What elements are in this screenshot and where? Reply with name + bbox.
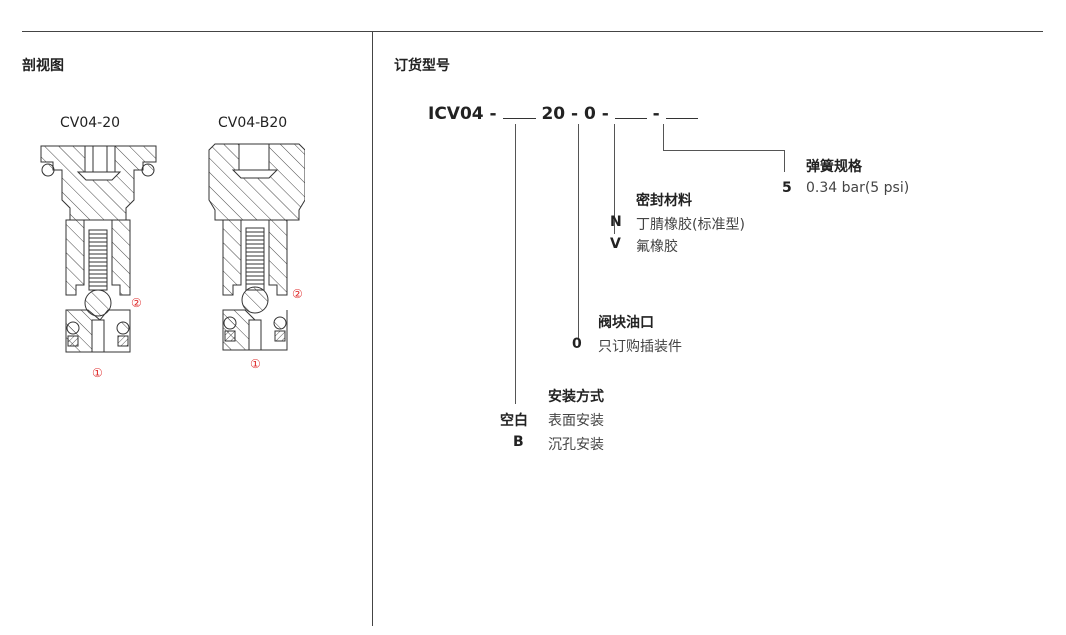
section-title-cross-section: 剖视图	[22, 58, 64, 74]
option-value-seal-v: 氟橡胶	[636, 239, 678, 255]
port-label-1: ①	[92, 366, 103, 380]
option-value-seal-n: 丁腈橡胶(标准型)	[636, 217, 745, 233]
option-value-mounting-blank: 表面安装	[548, 413, 604, 429]
option-key-seal-v: V	[610, 236, 621, 252]
option-key-mounting-b: B	[513, 434, 524, 450]
option-title-port: 阀块油口	[598, 315, 654, 331]
model-code: ICV04 - 20 - 0 - -	[428, 104, 698, 124]
port-label-1-b20: ①	[250, 357, 261, 371]
model-label-cv04-b20: CV04-B20	[218, 115, 288, 131]
connector-spring-v1	[663, 124, 664, 150]
connector-port	[578, 124, 579, 340]
code-blank-spring	[665, 117, 698, 119]
connector-spring-h	[663, 150, 784, 151]
top-rule	[22, 31, 1043, 32]
code-prefix: ICV04 -	[428, 104, 497, 124]
port-label-2-b20: ②	[292, 287, 303, 301]
option-title-mounting: 安装方式	[548, 389, 604, 405]
column-divider	[372, 31, 373, 626]
code-blank-mounting	[502, 117, 536, 119]
code-separator: -	[652, 104, 660, 124]
option-key-seal-n: N	[610, 214, 622, 230]
option-value-port-0: 只订购插装件	[598, 339, 682, 355]
connector-mounting	[515, 124, 516, 404]
option-key-mounting-blank: 空白	[500, 413, 528, 429]
cross-section-drawing-cv04-20	[40, 145, 157, 353]
section-title-ordering-code: 订货型号	[394, 58, 450, 74]
port-label-2: ②	[131, 296, 142, 310]
option-key-spring-5: 5	[782, 180, 792, 196]
code-blank-seal	[614, 117, 647, 119]
cross-section-drawing-cv04-b20	[208, 143, 305, 351]
option-key-port-0: 0	[572, 336, 582, 352]
model-label-cv04-20: CV04-20	[60, 115, 121, 131]
connector-spring-v2	[784, 150, 785, 172]
option-value-mounting-b: 沉孔安装	[548, 437, 604, 453]
option-title-spring: 弹簧规格	[806, 159, 862, 175]
connector-seal	[614, 124, 615, 234]
option-value-spring-5: 0.34 bar(5 psi)	[806, 180, 910, 196]
code-middle: 20 - 0 -	[541, 104, 609, 124]
option-title-seal: 密封材料	[636, 193, 692, 209]
